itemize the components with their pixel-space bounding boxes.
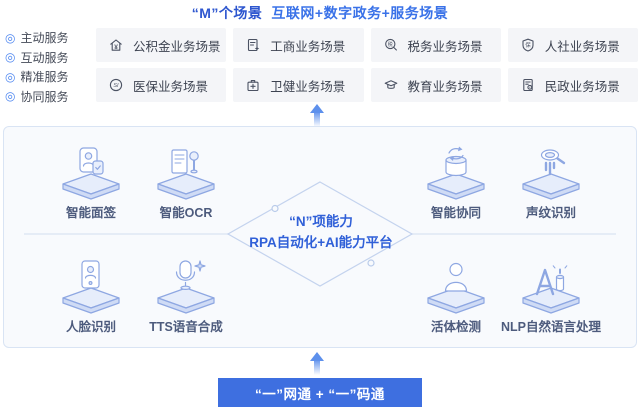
- service-item-proactive: ◎ 主动服务: [5, 28, 69, 48]
- capability-smart-interview-sign: 智能面签: [36, 143, 146, 221]
- capability-smart-collaboration: 智能协同: [401, 143, 511, 221]
- capability-nlp: NLP自然语言处理: [491, 257, 611, 335]
- arrow-up-icon: [309, 352, 325, 375]
- scenario-human-social: 保 人社业务场景: [507, 28, 638, 62]
- voiceprint-icon: [522, 149, 580, 200]
- scenario-tax: 税 税务业务场景: [370, 28, 501, 62]
- capability-label: 智能面签: [65, 206, 116, 220]
- ocr-scan-icon: [157, 149, 215, 200]
- bullseye-bullet-icon: ◎: [5, 50, 16, 65]
- shield-bao-icon: 保: [522, 38, 534, 52]
- scenario-grid: ¥ 公积金业务场景 工商业务场景 税 税务业务场景 保 人社业务场景 SI 医保…: [96, 28, 638, 102]
- service-label: 主动服务: [20, 31, 69, 46]
- document-seal-icon: [522, 78, 533, 92]
- capability-liveness-detection: 活体检测: [401, 257, 511, 335]
- capability-voiceprint-recognition: 声纹识别: [496, 143, 606, 221]
- service-label: 协同服务: [20, 89, 69, 104]
- service-item-precise: ◎ 精准服务: [5, 67, 69, 87]
- service-label: 精准服务: [20, 70, 69, 85]
- scenario-label: 工商业务场景: [270, 39, 346, 54]
- scenario-label: 教育业务场景: [407, 79, 483, 94]
- capability-label: 人脸识别: [65, 320, 116, 334]
- si-circle-icon: SI: [109, 78, 123, 92]
- graduation-cap-icon: [384, 80, 397, 89]
- nlp-ai-icon: [522, 265, 580, 314]
- scenario-medical-insurance: SI 医保业务场景: [96, 68, 227, 102]
- medical-kit-icon: [247, 80, 259, 92]
- page-title: “M”个场景互联网+数字政务+服务场景: [0, 3, 640, 23]
- service-label: 互动服务: [20, 50, 69, 65]
- capability-tts-speech-synthesis: TTS语音合成: [131, 257, 241, 335]
- liveness-person-icon: [427, 262, 485, 314]
- bullseye-bullet-icon: ◎: [5, 89, 16, 104]
- document-star-icon: [248, 38, 260, 52]
- microphone-icon: [157, 260, 215, 314]
- face-id-icon: [62, 260, 120, 314]
- capability-label: TTS语音合成: [149, 320, 223, 334]
- id-card-sign-icon: [62, 147, 120, 200]
- bullseye-bullet-icon: ◎: [5, 30, 16, 45]
- service-list: ◎ 主动服务 ◎ 互动服务 ◎ 精准服务 ◎ 协同服务: [5, 28, 69, 106]
- capability-label: NLP自然语言处理: [500, 320, 601, 334]
- service-item-interactive: ◎ 互动服务: [5, 48, 69, 68]
- capability-smart-ocr: 智能OCR: [131, 143, 241, 221]
- scenario-industry-commerce: 工商业务场景: [233, 28, 364, 62]
- scenario-housing-fund: ¥ 公积金业务场景: [96, 28, 227, 62]
- service-item-collaborative: ◎ 协同服务: [5, 87, 69, 107]
- scenario-label: 卫健业务场景: [270, 79, 346, 94]
- arrow-up-icon: [309, 104, 325, 127]
- platform-title: “N”项能力 RPA自动化+AI能力平台: [221, 211, 421, 253]
- scenario-label: 税务业务场景: [407, 39, 483, 54]
- capability-label: 活体检测: [430, 320, 481, 334]
- svg-text:SI: SI: [113, 83, 119, 89]
- platform-title-line2: RPA自动化+AI能力平台: [249, 235, 393, 250]
- svg-text:税: 税: [387, 41, 392, 48]
- gateway-banner: “一”网通 + “一”码通: [218, 378, 422, 407]
- platform-panel: 智能面签 智能OCR 智能协同 声纹识别 人脸识别: [3, 126, 637, 348]
- capability-label: 智能OCR: [159, 206, 213, 220]
- collaboration-icon: [427, 146, 485, 200]
- capability-label: 声纹识别: [525, 206, 576, 220]
- house-yuan-icon: ¥: [110, 39, 122, 51]
- platform-title-line1: “N”项能力: [289, 214, 353, 229]
- scenario-label: 公积金业务场景: [133, 39, 221, 54]
- capability-face-recognition: 人脸识别: [36, 257, 146, 335]
- gateway-label: “一”网通 + “一”码通: [255, 386, 385, 402]
- capability-label: 智能协同: [430, 206, 481, 220]
- bullseye-bullet-icon: ◎: [5, 69, 16, 84]
- svg-text:保: 保: [525, 41, 531, 49]
- scenario-education: 教育业务场景: [370, 68, 501, 102]
- scenario-label: 人社业务场景: [544, 39, 620, 54]
- title-m-scenarios: “M”个场景: [191, 5, 263, 21]
- scenario-health: 卫健业务场景: [233, 68, 364, 102]
- title-subtitle: 互联网+数字政务+服务场景: [271, 5, 449, 21]
- scenario-label: 医保业务场景: [133, 79, 209, 94]
- svg-text:¥: ¥: [114, 44, 118, 51]
- scenario-label: 民政业务场景: [544, 79, 620, 94]
- tax-magnifier-icon: 税: [384, 38, 397, 51]
- scenario-civil-affairs: 民政业务场景: [507, 68, 638, 102]
